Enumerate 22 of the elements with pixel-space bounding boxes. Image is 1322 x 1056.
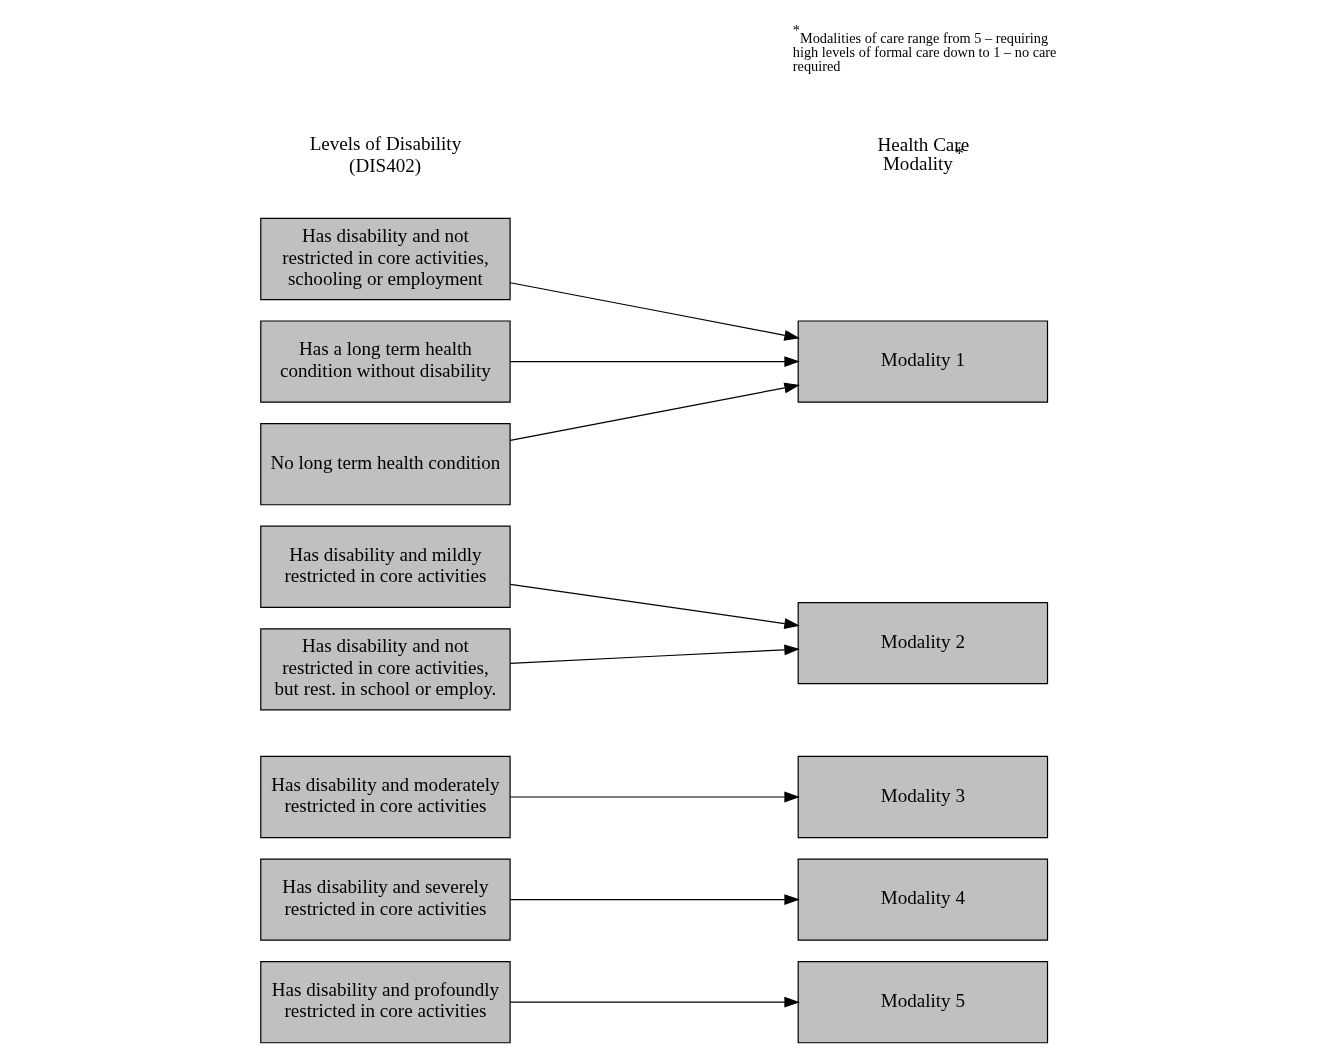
arrow	[509, 996, 800, 1008]
arrow	[509, 894, 800, 906]
node-box: Has disability and mildly restricted in core activities	[260, 525, 511, 608]
node-box: Has disability and not restricted in core activities, schooling or employment	[260, 217, 511, 301]
node-box: Modality 2	[797, 601, 1049, 685]
node-box: Has disability and moderately restricted in core activities	[260, 755, 511, 839]
arrow	[509, 791, 800, 803]
node-box: No long term health condition	[260, 423, 511, 506]
arrow	[509, 282, 800, 341]
arrow	[509, 382, 800, 442]
node-box: Has disability and not restricted in core activities, but rest. in school or employ.	[260, 628, 511, 711]
node-box: Modality 1	[797, 320, 1049, 403]
node-box: Has a long term health condition without disability	[260, 320, 511, 403]
node-box: Modality 5	[797, 961, 1049, 1044]
arrow	[509, 583, 800, 629]
node-box: Modality 4	[797, 858, 1049, 941]
node-box: Has disability and severely restricted in core activities	[260, 858, 511, 941]
arrow	[509, 356, 800, 367]
arrow	[509, 644, 800, 664]
node-box: Has disability and profoundly restricted in core activities	[260, 961, 511, 1044]
node-box: Modality 3	[797, 755, 1049, 839]
label: Levels of Disability (DIS402)	[309, 133, 462, 176]
